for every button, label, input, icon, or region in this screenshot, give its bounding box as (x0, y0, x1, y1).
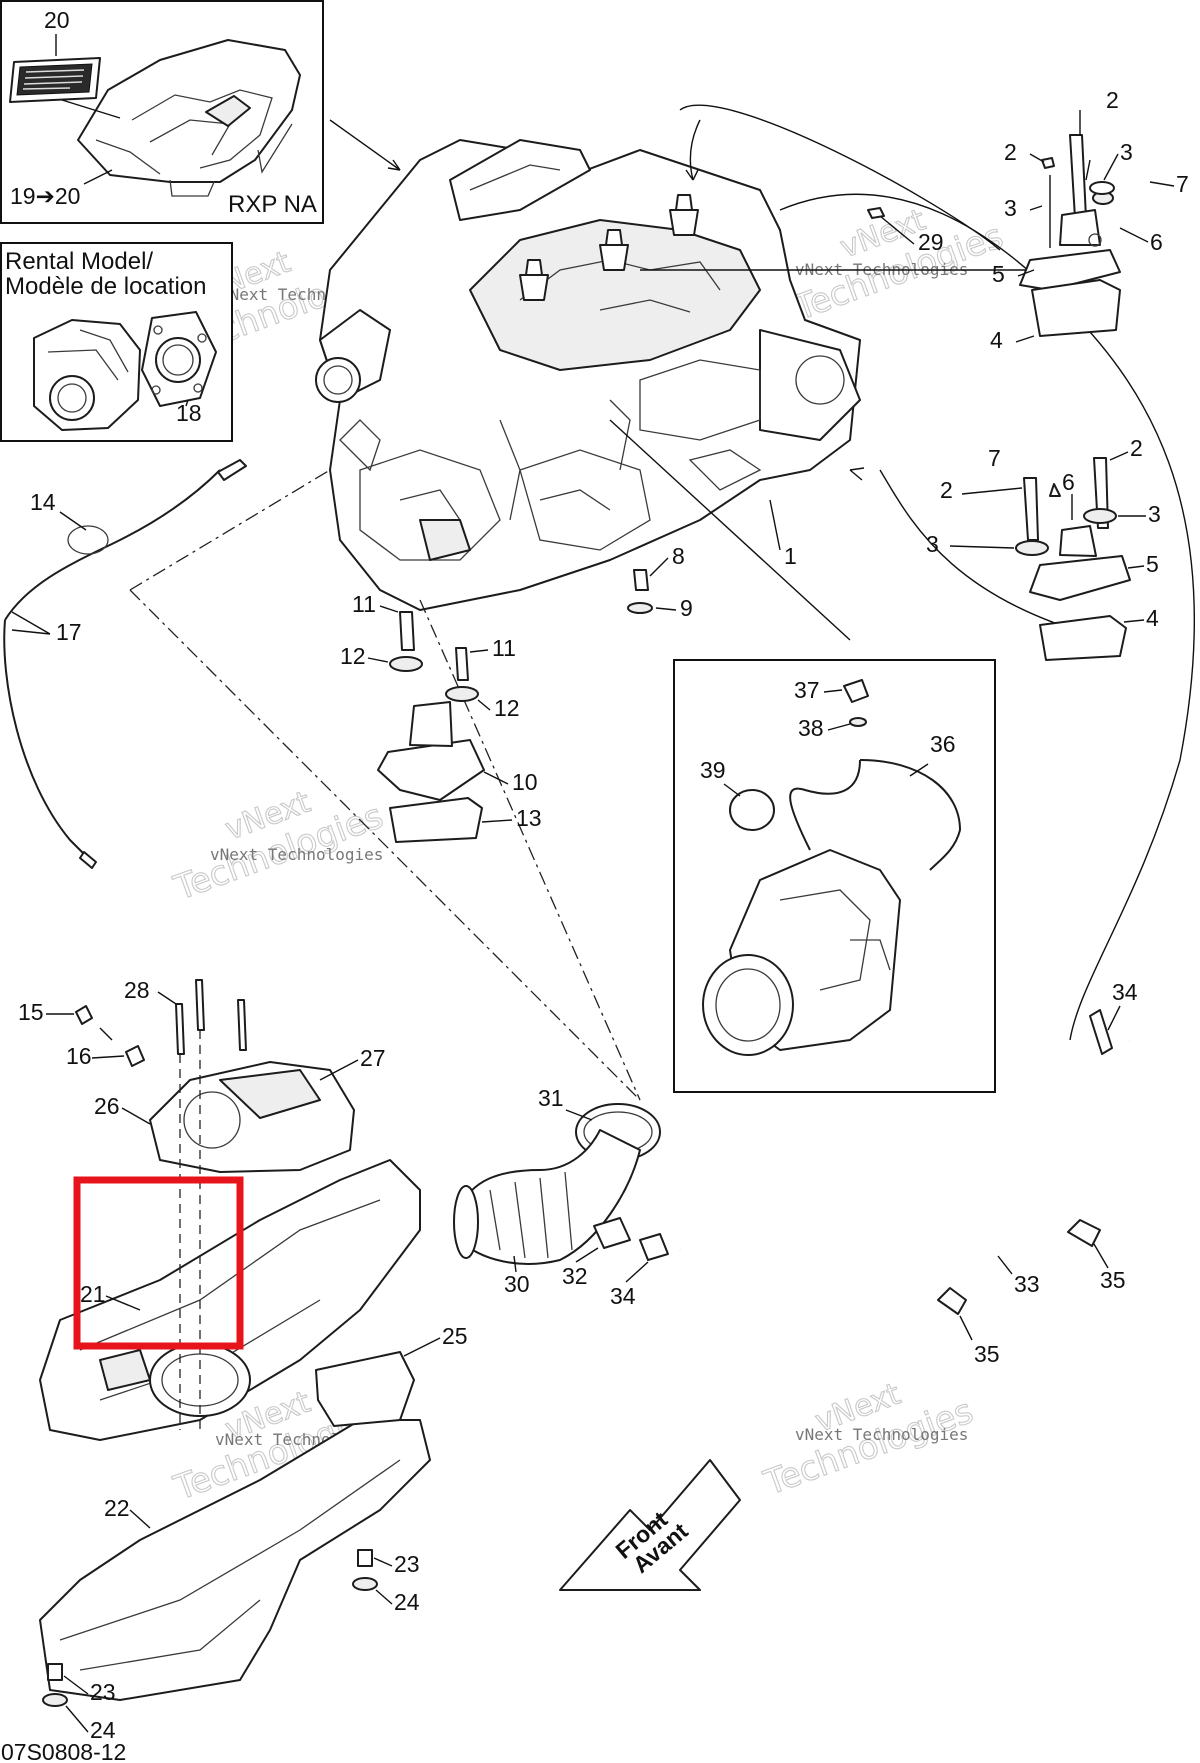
callout-24: 24 (394, 1589, 420, 1615)
callout-23: 23 (394, 1551, 420, 1577)
callout-1: 1 (784, 543, 797, 569)
callout-34: 34 (610, 1283, 636, 1309)
callout-21: 21 (80, 1281, 106, 1307)
callout-25: 25 (442, 1323, 468, 1349)
callout-3: 3 (926, 531, 939, 557)
callout-6: 6 (1062, 469, 1075, 495)
inset-rxp-na: 20 19➔20 RXP NA (0, 0, 324, 224)
callout-2: 2 (1106, 87, 1119, 113)
callout-2: 2 (1130, 435, 1143, 461)
callout-15: 15 (18, 999, 44, 1025)
callout-2: 2 (1004, 139, 1017, 165)
callout-23: 23 (90, 1679, 116, 1705)
engine-block-part (315, 139, 861, 611)
engine-cover-part (77, 39, 301, 197)
callout-19-20: 19➔20 (10, 183, 80, 209)
decal-label-part (9, 57, 101, 103)
air-intake-box (39, 979, 431, 1707)
callout-32: 32 (562, 1263, 588, 1289)
engine-mount-upper-right (1019, 110, 1121, 337)
callout-4: 4 (990, 327, 1003, 353)
callout-37: 37 (794, 677, 820, 703)
callout-31: 31 (538, 1085, 564, 1111)
callout-18: 18 (176, 400, 202, 426)
callout-20: 20 (44, 7, 70, 33)
callout-9: 9 (680, 595, 693, 621)
callout-8: 8 (672, 543, 685, 569)
callout-38: 38 (798, 715, 824, 741)
callout-35: 35 (1100, 1267, 1126, 1293)
guide-lines (129, 104, 1196, 1101)
watermark-company: vNext Technologies (795, 1425, 968, 1444)
inset-rental-title-line1: Rental Model/ (5, 248, 153, 275)
callout-30: 30 (504, 1271, 530, 1297)
inset-rental-title-line2: Modèle de location (5, 273, 206, 300)
intake-elbow-part (453, 1103, 669, 1265)
engine-mount-middle-right (1015, 457, 1131, 661)
callout-7: 7 (1176, 171, 1189, 197)
callout-12: 12 (340, 643, 366, 669)
callout-29: 29 (918, 229, 944, 255)
hose-part (673, 1009, 1172, 1315)
callout-24: 24 (90, 1717, 116, 1743)
engine-mount-left (377, 611, 485, 843)
callout-11: 11 (492, 635, 516, 661)
callout-33: 33 (1014, 1271, 1040, 1297)
callout-27: 27 (360, 1045, 386, 1071)
callout-5: 5 (1146, 551, 1159, 577)
callout-5: 5 (992, 261, 1005, 287)
callout-11: 11 (352, 591, 376, 617)
callout-7: 7 (988, 445, 1001, 471)
callout-26: 26 (94, 1093, 120, 1119)
callout-3: 3 (1148, 501, 1161, 527)
callout-12: 12 (494, 695, 520, 721)
drawing-code: 07S0808-12 (1, 1739, 126, 1763)
callout-22: 22 (104, 1495, 130, 1521)
callout-16: 16 (66, 1043, 92, 1069)
callout-4: 4 (1146, 605, 1159, 631)
inset-throttle-body (673, 659, 996, 1093)
callout-17: 17 (56, 619, 82, 645)
callout-14: 14 (30, 489, 56, 515)
callout-34: 34 (1112, 979, 1138, 1005)
front-direction-arrow: Front Avant (559, 1459, 741, 1591)
throttle-cable-part (3, 459, 247, 869)
watermark-company: vNext Technologies (210, 845, 383, 864)
callout-35: 35 (974, 1341, 1000, 1367)
callout-13: 13 (516, 805, 542, 831)
callout-6: 6 (1150, 229, 1163, 255)
callout-28: 28 (124, 977, 150, 1003)
callout-39: 39 (700, 757, 726, 783)
callout-2: 2 (940, 477, 953, 503)
callout-3: 3 (1004, 195, 1017, 221)
inset-rental-model: Rental Model/ Modèle de location 18 (0, 242, 233, 442)
rental-throttle-body-sketch (33, 319, 141, 431)
highlight-frame-part-21 (73, 1176, 244, 1350)
callout-10: 10 (512, 769, 538, 795)
inset-rxp-label: RXP NA (228, 191, 317, 218)
callout-3: 3 (1120, 139, 1133, 165)
callout-36: 36 (930, 731, 956, 757)
rental-restrictor-plate (141, 311, 217, 407)
